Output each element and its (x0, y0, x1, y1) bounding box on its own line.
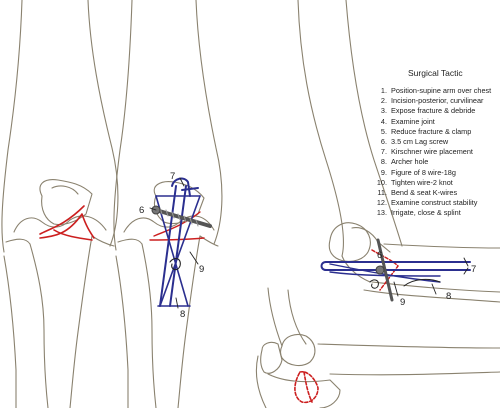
cerclage-lat-loop (369, 278, 441, 289)
ulna2-right (177, 235, 201, 408)
panel-ap-fracture (1, 0, 119, 408)
tactic-step: 8.Archer hole (380, 157, 429, 167)
humerus-left-outline (1, 0, 23, 253)
tactic-step: 7.Kirschner wire placement (380, 147, 473, 157)
olecranon-left (39, 179, 93, 226)
kwire-ap-hook2 (181, 187, 199, 191)
tactic-step: 6.3.5 cm Lag screw (380, 137, 449, 147)
callout-lat-cerclage: 9 (400, 297, 405, 308)
screw-thread-ap (159, 207, 199, 227)
callout-lat-hole: 8 (446, 291, 451, 302)
tactic-step: 5.Reduce fracture & clamp (380, 126, 472, 136)
olecranon-inner (51, 185, 79, 195)
leader-lat-9 (393, 281, 399, 297)
joint2-line-left (117, 238, 143, 245)
olecranon2 (153, 181, 205, 225)
radius-left (3, 255, 17, 408)
callout-lat-kwire: 7 (471, 264, 476, 275)
panel-lateral-bottom (255, 287, 500, 408)
lat-forearm-bottom (363, 289, 500, 303)
kwire-ap-1 (159, 185, 177, 307)
panel-ap-fixation (113, 0, 223, 408)
tactic-title: Surgical Tactic (408, 68, 463, 78)
bot-elbow-back (255, 355, 267, 408)
fracture-line-ap-2 (39, 213, 95, 239)
callout-ap-hole: 8 (180, 309, 185, 320)
screw-head-lat (375, 265, 385, 275)
cerclage-ap-b (159, 195, 201, 307)
cerclage-ap-a (155, 195, 189, 307)
callout-ap-kwire: 7 (170, 171, 175, 182)
lag-screw-lateral (375, 238, 394, 302)
lat-capitulum (328, 222, 371, 262)
leader-ap-6 (149, 207, 157, 211)
ulna2-left (141, 243, 157, 408)
humerus2-right-outline (195, 0, 223, 245)
fracture-line-fixed-2 (149, 237, 205, 241)
screw-shaft-ap (154, 208, 212, 228)
bot-forearm-bottom (329, 371, 500, 376)
fracture-lines-ap (39, 205, 95, 241)
callout-ap-cerclage: 9 (199, 264, 204, 275)
humerus2-left-outline (113, 0, 133, 251)
fracture-line-ap-3 (53, 229, 93, 241)
fracture-line-fixed-1 (153, 211, 201, 237)
bot-humerus-front (267, 287, 283, 347)
fracture-line-ap-1 (39, 205, 85, 235)
lat-humerus-front (297, 0, 344, 257)
bot-humerus-back (287, 289, 307, 345)
tactic-step: 12.Examine construct stability (376, 198, 478, 208)
lat-forearm-top (383, 243, 500, 249)
tactic-step: 9.Figure of 8 wire-18g (380, 167, 456, 177)
leaders-lateral (393, 257, 469, 297)
tactic-step: 4.Examine joint (380, 116, 435, 126)
bot-forearm-top (317, 343, 500, 349)
callout-lat-screw: 6 (377, 250, 382, 261)
humerus-right-outline (87, 0, 119, 247)
tactic-step: 13.Irrigate, close & splint (376, 208, 461, 218)
lat-olecranon (351, 227, 391, 253)
leader-lat-8 (431, 283, 437, 295)
lat-humerus-back (345, 0, 403, 247)
fracture-lines-ap-fixed (149, 211, 205, 241)
leaders-ap (149, 177, 199, 309)
leader-lat-7b (463, 267, 469, 275)
radius2-left (115, 255, 129, 408)
ulna-right (69, 235, 93, 408)
bot-capitulum (279, 333, 316, 367)
cerclage-ap (155, 195, 201, 307)
bot-olecranon (260, 341, 283, 374)
ulna-left (29, 243, 49, 408)
tactic-steps-list: 1.Position-supine arm over chest 2.Incis… (374, 86, 491, 219)
hole-loop-lat (403, 278, 441, 287)
tactic-step: 3.Expose fracture & debride (380, 106, 476, 116)
leader-ap-8 (175, 297, 179, 309)
cerclage-lat-b (329, 271, 441, 277)
screw-shaft-lat (376, 238, 394, 302)
leader-ap-7 (179, 177, 185, 187)
wire-knot-lat (369, 279, 379, 289)
lag-screw-ap (151, 205, 212, 228)
condyle-inner (13, 215, 107, 233)
tactic-step: 10.Tighten wire-2 knot (376, 177, 453, 187)
kwire-ap-2 (169, 185, 187, 307)
callout-ap-screw: 6 (139, 205, 144, 216)
kwire-lat-bend (320, 261, 327, 271)
kwires-lateral (320, 261, 471, 271)
leader-ap-9 (189, 251, 199, 265)
leader-lat-7a (463, 257, 469, 267)
tactic-step: 2.Incision-posterior, curvilinear (380, 96, 484, 106)
wire-knot-ap (169, 257, 181, 271)
condyle2-inner (123, 215, 215, 233)
joint2-line-right (199, 235, 219, 247)
tactic-step: 1.Position-supine arm over chest (380, 86, 492, 95)
bot-ulna (267, 373, 341, 408)
joint-line-left (5, 238, 31, 245)
tactic-step: 11.Bend & seat K-wires (377, 188, 458, 198)
fracture-lateral-bottom (294, 370, 319, 404)
